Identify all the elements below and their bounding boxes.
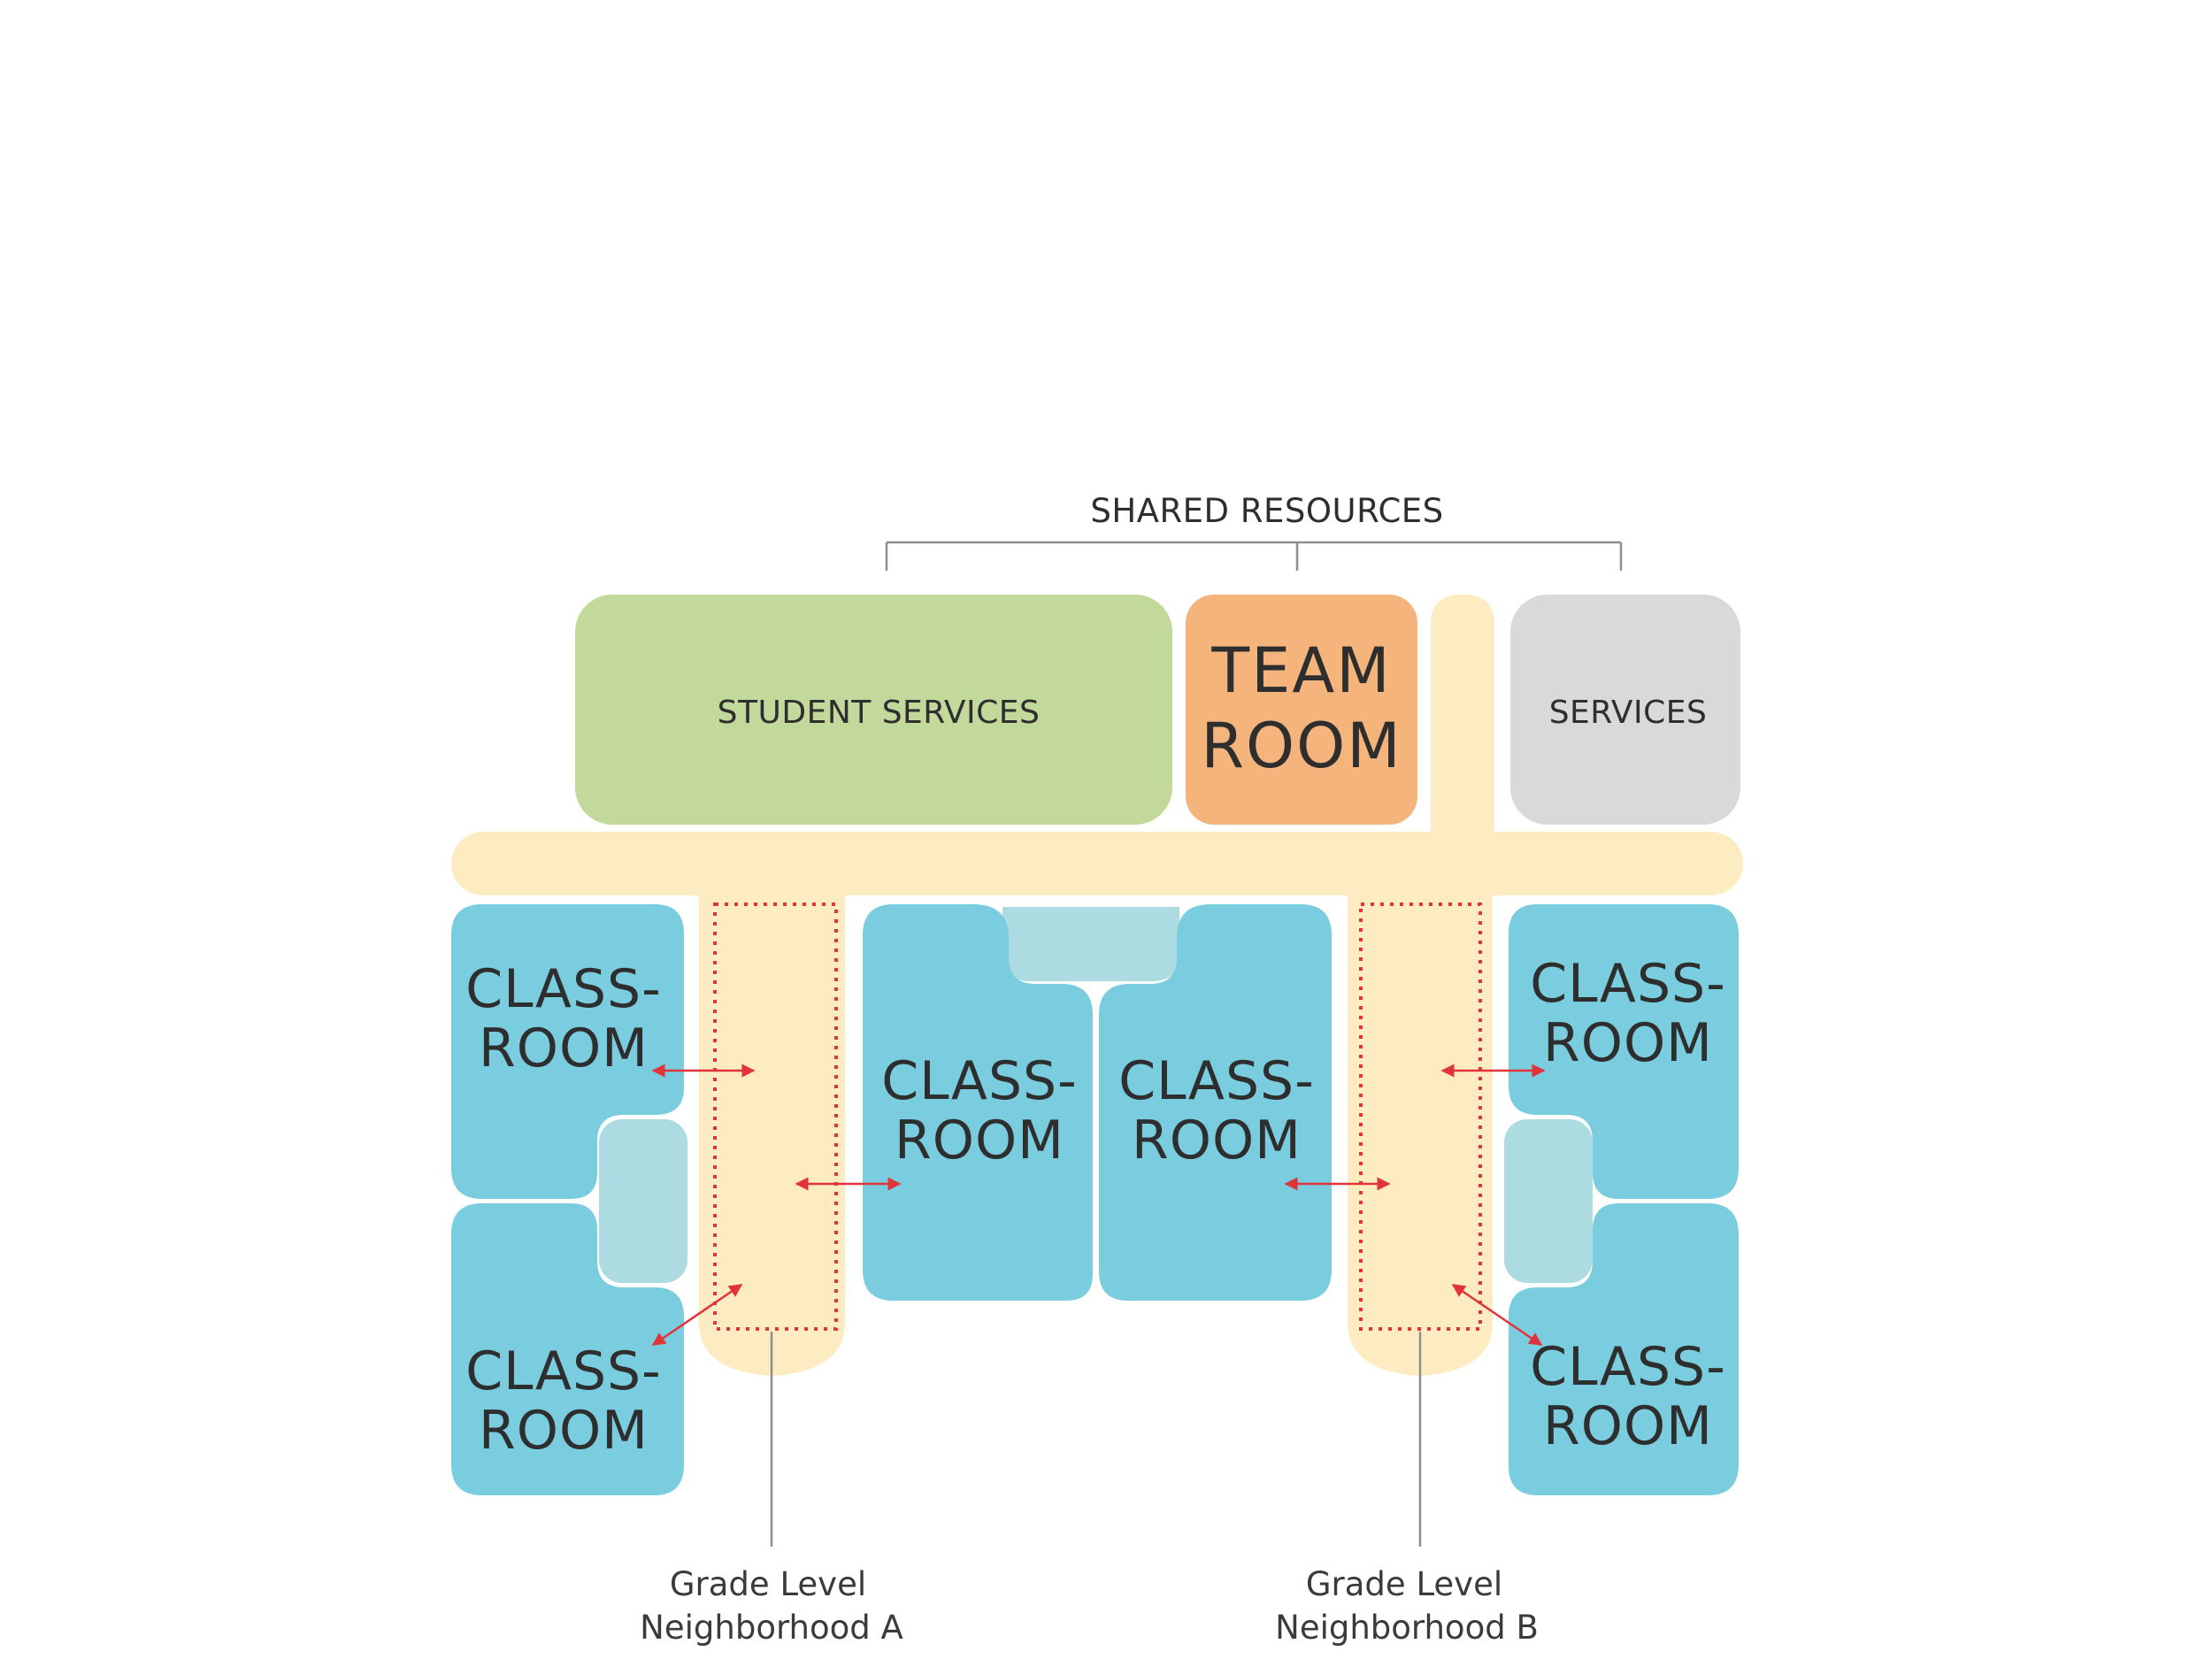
classroom-label-line2: ROOM [1543,1012,1713,1074]
classroom-left-top: CLASS- ROOM [451,904,684,1199]
vertical-corridor-top [1431,595,1494,860]
neighborhood-a-label-line1: Grade Level [670,1565,866,1603]
neighborhood-b-label-line1: Grade Level [1306,1565,1502,1603]
neighborhood-a-label-line2: Neighborhood A [640,1609,903,1647]
classroom-label-line2: ROOM [479,1018,649,1079]
classroom-label-line2: ROOM [479,1400,649,1462]
connector-space-center [997,902,1185,987]
services-block: SERVICES [1510,595,1740,825]
classroom-label-line2: ROOM [895,1110,1064,1171]
classroom-label-line2: ROOM [1543,1395,1713,1457]
classroom-label-line1: CLASS- [1118,1050,1315,1112]
services-label: SERVICES [1549,695,1708,731]
connector-space-right [1504,1119,1593,1283]
circulation [451,595,1743,1376]
student-services-label: STUDENT SERVICES [718,695,1041,731]
neighborhood-b-boundary [1359,902,1482,1331]
classroom-label-line1: CLASS- [1530,953,1726,1015]
student-services-block: STUDENT SERVICES [575,595,1172,825]
corridor-neighborhood-a [699,885,845,1376]
classroom-label-line1: CLASS- [1530,1336,1726,1398]
classroom-right-top: CLASS- ROOM [1509,904,1739,1199]
classroom-center-right: CLASS- ROOM [1099,904,1332,1301]
connector-space-left [599,1119,687,1283]
double-arrow [1451,1283,1543,1347]
team-room-label-line2: ROOM [1201,710,1402,782]
classroom-label-line1: CLASS- [465,1340,662,1402]
main-corridor [451,832,1743,895]
connection-arrows [651,1064,1546,1347]
classroom-left-bottom: CLASS- ROOM [451,1203,684,1495]
team-room-label-line1: TEAM [1210,634,1391,707]
neighborhood-b-label-line2: Neighborhood B [1275,1609,1539,1647]
classroom-label-line2: ROOM [1132,1110,1302,1171]
corridor-neighborhood-b [1348,885,1493,1376]
classroom-center-left: CLASS- ROOM [863,904,1093,1301]
team-room-block: TEAM ROOM [1186,595,1417,825]
classroom-right-bottom: CLASS- ROOM [1509,1203,1739,1495]
shared-resources-label: SHARED RESOURCES [1090,492,1443,530]
shared-resources-bracket [885,541,1623,571]
classroom-label-line1: CLASS- [465,958,662,1020]
classroom-label-line1: CLASS- [881,1050,1078,1112]
double-arrow [651,1283,743,1347]
neighborhood-a-boundary [713,902,838,1331]
